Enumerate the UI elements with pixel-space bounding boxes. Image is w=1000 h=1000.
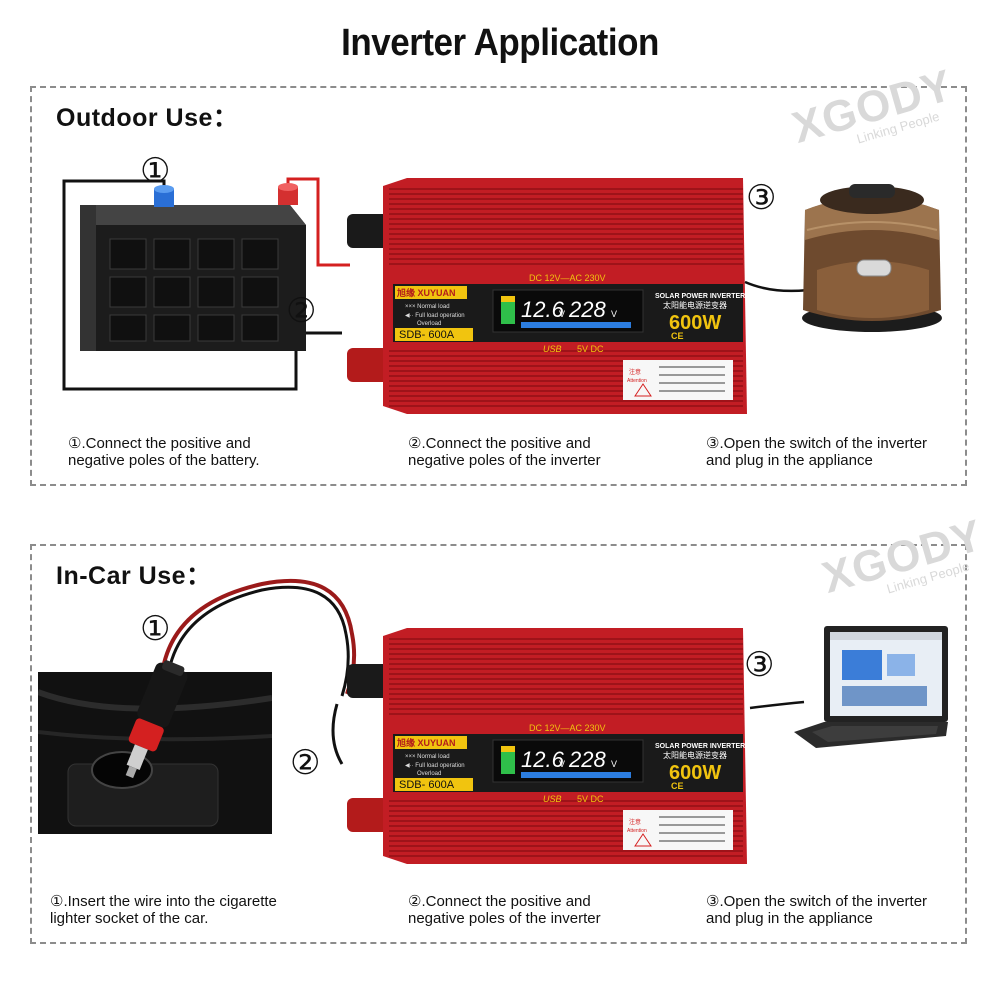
outdoor-use-heading: Outdoor Use： xyxy=(56,104,239,132)
in-car-use-panel: In-Car Use： XGODY Linking People ① ② ③ D… xyxy=(30,511,988,944)
svg-text:V: V xyxy=(559,759,565,769)
step-2-marker: ② xyxy=(286,291,317,331)
usb-output-label: 5V DC xyxy=(577,344,604,354)
rice-cooker-illustration xyxy=(744,184,942,332)
brand-label: 旭缘 XUYUAN xyxy=(396,287,456,298)
status-overload: Overload xyxy=(417,321,441,327)
step-3-marker: ③ xyxy=(744,645,775,685)
usb-label: USB xyxy=(543,794,562,804)
svg-text:注意: 注意 xyxy=(629,818,641,826)
certification-mark: CE xyxy=(671,331,684,341)
product-name-cn: 太阳能电源逆变器 xyxy=(663,750,727,760)
in-car-use-heading: In-Car Use： xyxy=(56,562,212,590)
power-inverter-illustration: DC 12V—AC 230V 旭缘 XUYUAN ××× Normal load ◀·… xyxy=(347,178,747,414)
laptop-illustration xyxy=(749,626,948,748)
status-normal: ××× Normal load xyxy=(405,304,450,310)
usb-output-label: 5V DC xyxy=(577,794,604,804)
page-title: Inverter Application xyxy=(341,22,659,64)
lcd-voltage-in: 12.6 xyxy=(521,747,565,772)
svg-text:V: V xyxy=(611,309,617,319)
xgody-watermark: XGODY Linking People xyxy=(787,60,959,153)
power-inverter-illustration: DC 12V—AC 230V 旭缘 XUYUAN ××× Normal load ◀·… xyxy=(347,628,747,864)
model-label: SDB- 600A xyxy=(399,779,455,791)
input-output-label: DC 12V—AC 230V xyxy=(529,273,606,283)
xgody-watermark: XGODY Linking People xyxy=(817,510,989,603)
status-normal: ××× Normal load xyxy=(405,754,450,760)
lcd-voltage-in: 12.6 xyxy=(521,297,565,322)
brand-label: 旭缘 XUYUAN xyxy=(396,737,456,748)
lcd-voltage-out: 228 xyxy=(568,297,606,322)
cigarette-lighter-plug-illustration xyxy=(125,578,357,779)
svg-text:注意: 注意 xyxy=(629,368,641,376)
product-name-en: SOLAR POWER INVERTER xyxy=(655,293,745,300)
svg-text:V: V xyxy=(611,759,617,769)
step-1-marker: ① xyxy=(140,151,171,191)
power-rating: 600W xyxy=(669,762,721,784)
certification-mark: CE xyxy=(671,781,684,791)
input-output-label: DC 12V—AC 230V xyxy=(529,723,606,733)
step-1-marker: ① xyxy=(140,609,171,649)
car-battery-illustration xyxy=(62,177,350,391)
model-label: SDB- 600A xyxy=(399,329,455,341)
lcd-voltage-out: 228 xyxy=(568,747,606,772)
status-full: ◀·· Full load operation xyxy=(405,313,465,319)
usb-label: USB xyxy=(543,344,562,354)
svg-text:Attention: Attention xyxy=(627,378,647,384)
product-name-en: SOLAR POWER INVERTER xyxy=(655,743,745,750)
status-full: ◀·· Full load operation xyxy=(405,763,465,769)
outdoor-use-panel: Outdoor Use： XGODY Linking People ① ② ③ … xyxy=(30,61,967,486)
power-rating: 600W xyxy=(669,312,721,334)
step-3-marker: ③ xyxy=(746,178,777,218)
product-name-cn: 太阳能电源逆变器 xyxy=(663,300,727,310)
status-overload: Overload xyxy=(417,771,441,777)
step-2-marker: ② xyxy=(290,743,321,783)
svg-text:V: V xyxy=(559,309,565,319)
svg-text:Attention: Attention xyxy=(627,828,647,834)
